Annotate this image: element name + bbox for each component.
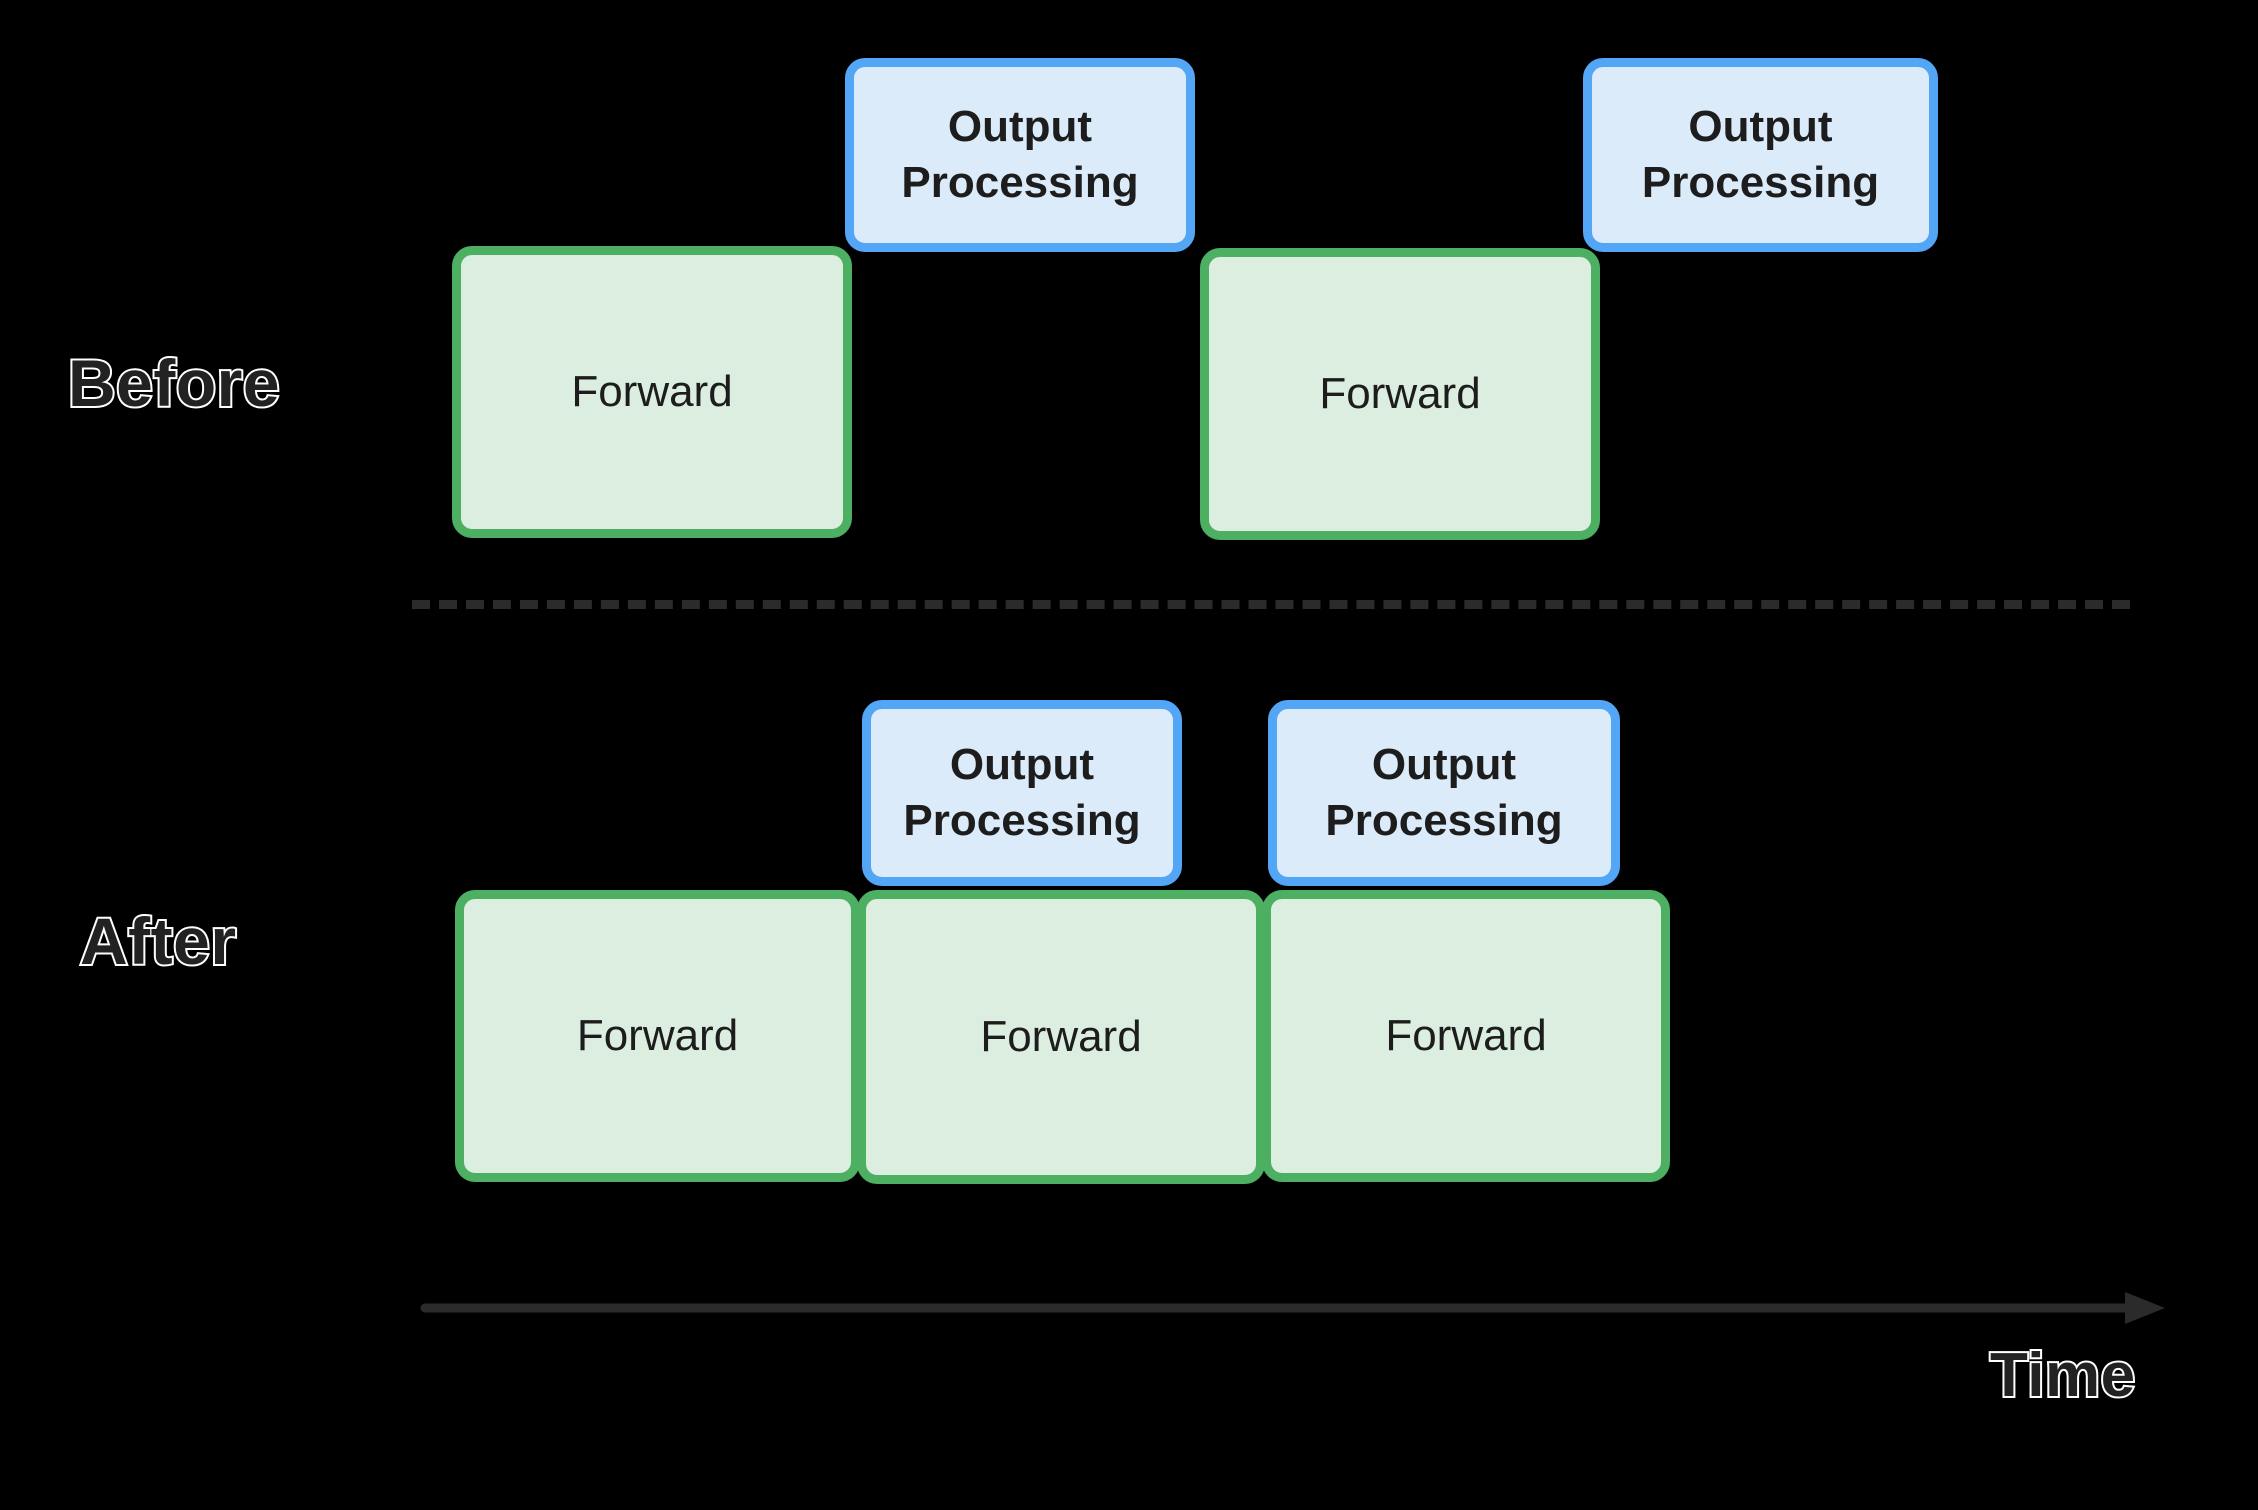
after-forward-block-1: Forward [455,890,860,1182]
after-output-processing-block-1: Output Processing [862,700,1182,886]
before-forward-block-2: Forward [1200,248,1600,540]
time-axis-arrow [420,1292,2165,1324]
after-forward-block-2: Forward [857,890,1265,1184]
before-forward-block-1: Forward [452,246,852,538]
before-output-processing-block-2: Output Processing [1583,58,1938,252]
section-divider [412,600,2130,609]
after-forward-block-3: Forward [1262,890,1670,1182]
row-label-after: After [78,904,238,978]
after-output-processing-block-2: Output Processing [1268,700,1620,886]
row-label-before: Before [66,346,282,420]
time-axis-label: Time [1988,1341,2137,1410]
before-output-processing-block-1: Output Processing [845,58,1195,252]
